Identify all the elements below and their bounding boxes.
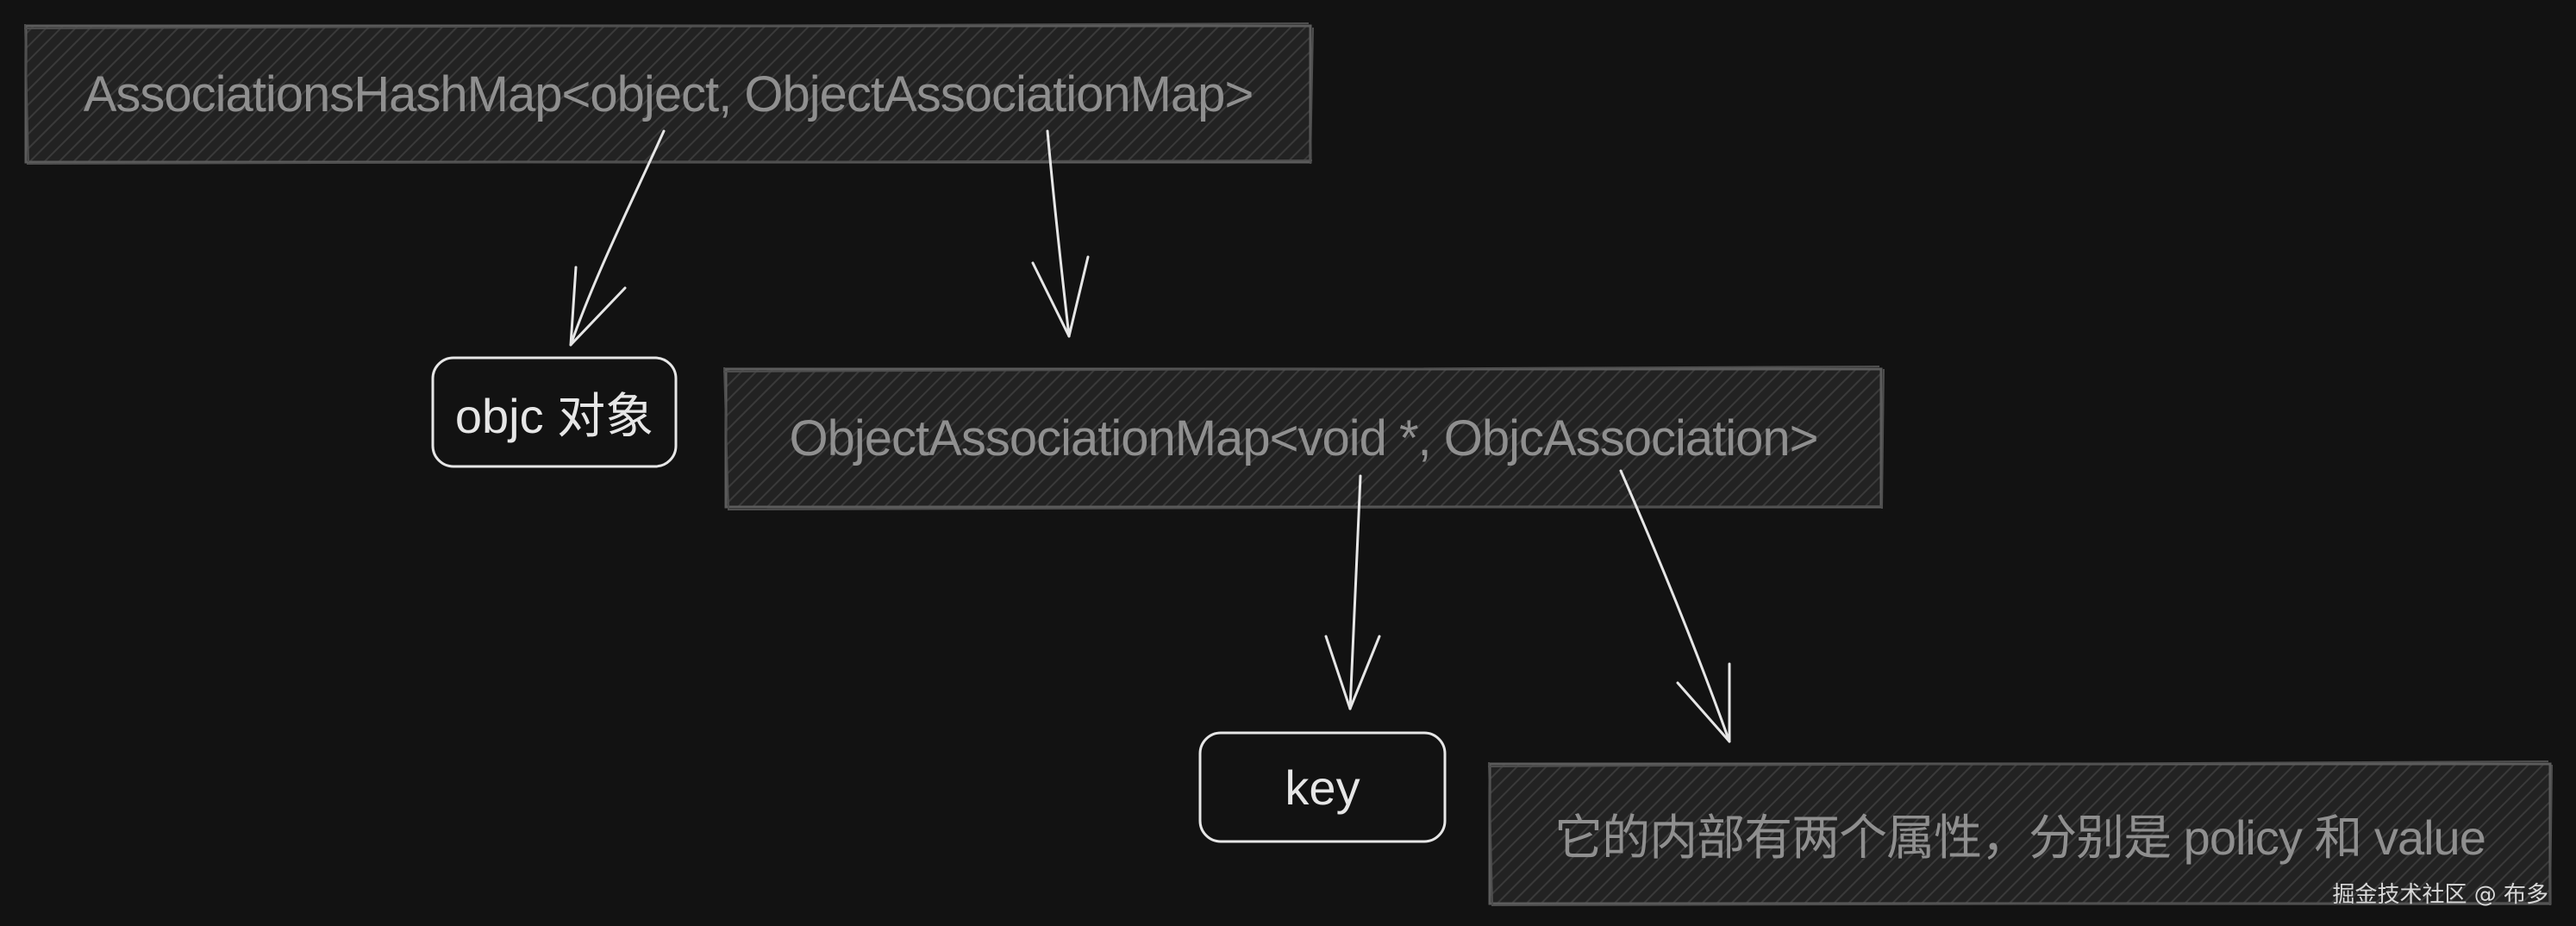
key-box-shape — [1198, 731, 1447, 843]
objc-object-box-shape — [431, 356, 678, 468]
association-value-label: 它的内部有两个属性，分别是 policy 和 value — [1554, 810, 2486, 865]
watermark: 掘金技术社区 @ 布多 — [2332, 882, 2548, 908]
object-association-map-box-shape — [722, 366, 1885, 510]
object-association-map-label: ObjectAssociationMap<void *, ObjcAssocia… — [789, 410, 1819, 466]
association-value-box-shape — [1487, 760, 2553, 906]
object-association-map-box: ObjectAssociationMap<void *, ObjcAssocia… — [726, 369, 1881, 507]
arrow-object-association-map-to-association-value — [1619, 469, 1731, 743]
association-value-box: 它的内部有两个属性，分别是 policy 和 value — [1490, 764, 2550, 904]
objc-object-label: objc 对象 — [454, 388, 654, 443]
hashmap-box: AssociationsHashMap<object, ObjectAssoci… — [26, 26, 1310, 162]
arrow-hashmap-to-object-association-map — [1031, 129, 1090, 338]
objc-object-box: objc 对象 — [433, 358, 676, 466]
hashmap-label: AssociationsHashMap<object, ObjectAssoci… — [83, 66, 1254, 122]
arrow-object-association-map-to-key — [1324, 474, 1381, 710]
key-label: key — [1285, 760, 1360, 815]
hashmap-box-shape — [23, 22, 1314, 165]
arrow-hashmap-to-objc-object — [569, 129, 666, 347]
key-box: key — [1200, 733, 1445, 842]
